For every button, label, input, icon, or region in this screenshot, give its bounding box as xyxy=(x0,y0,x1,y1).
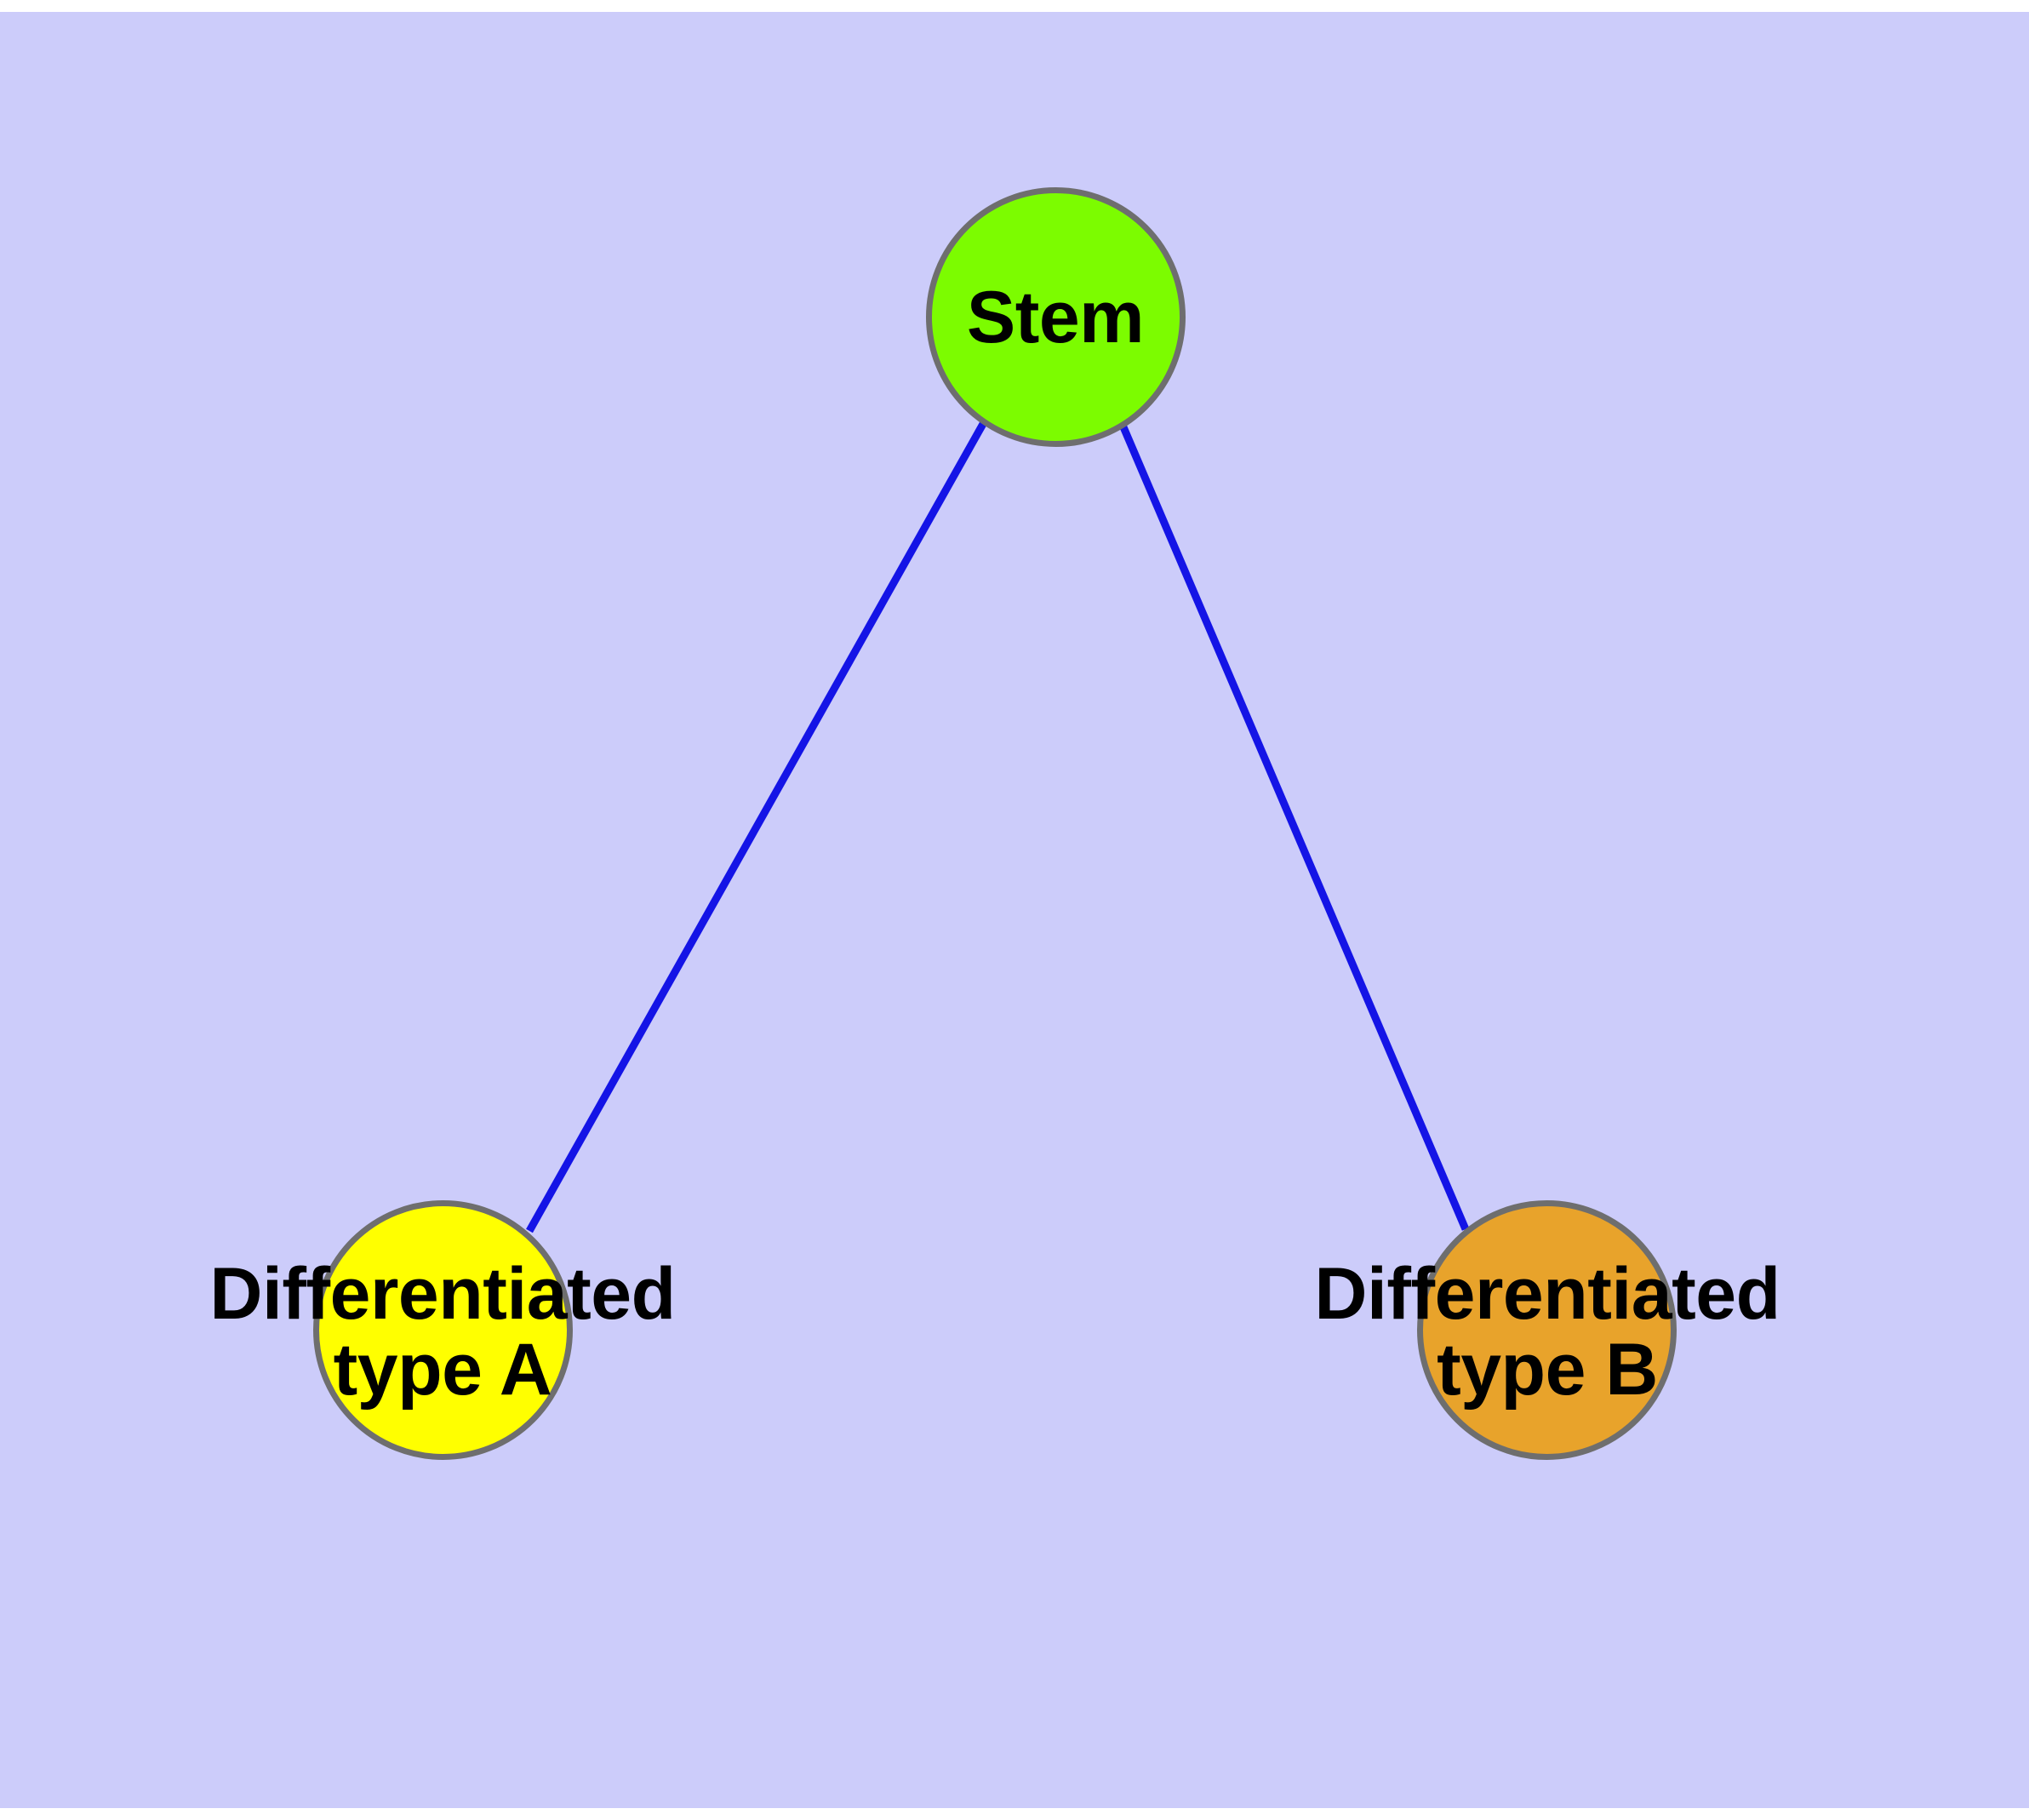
node-layer: Stem Differentiated type A Differentiate… xyxy=(0,12,2029,1808)
node-differentiated-type-a[interactable] xyxy=(313,1200,573,1460)
diagram-canvas: Stem Differentiated type A Differentiate… xyxy=(0,12,2029,1808)
node-stem[interactable] xyxy=(926,187,1186,447)
edge-stem-to-differentiated-a[interactable] xyxy=(526,421,986,1233)
node-label-differentiated-type-a: Differentiated type A xyxy=(17,1256,868,1409)
edge-stem-to-differentiated-b[interactable] xyxy=(1117,421,1470,1231)
node-label-differentiated-type-a-line-2: type A xyxy=(333,1329,552,1411)
node-differentiated-type-b[interactable] xyxy=(1417,1200,1677,1460)
node-label-differentiated-type-b: Differentiated type B xyxy=(1122,1256,1973,1409)
node-label-differentiated-type-a-line-1: Differentiated xyxy=(209,1253,676,1335)
edge-layer xyxy=(526,421,1470,1233)
node-label-differentiated-type-b-line-2: type B xyxy=(1437,1329,1658,1411)
node-label-differentiated-type-b-line-1: Differentiated xyxy=(1314,1253,1780,1335)
node-label-stem-line-1: Stem xyxy=(966,277,1145,358)
node-label-stem: Stem xyxy=(800,277,1311,358)
